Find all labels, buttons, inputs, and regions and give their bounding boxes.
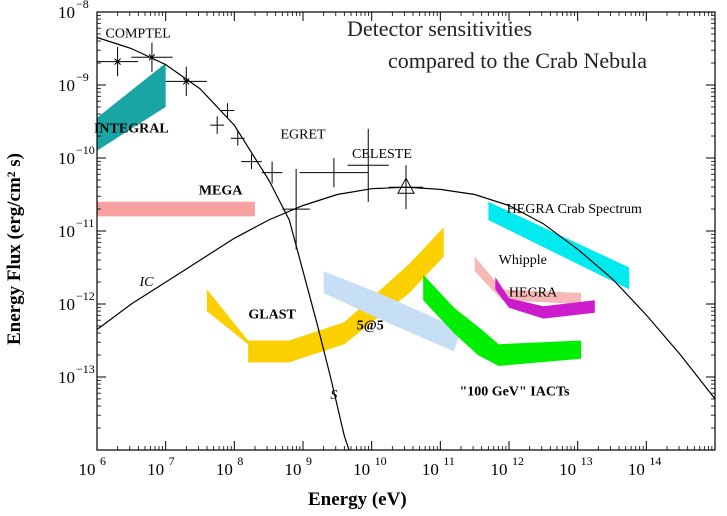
annotation-celeste: CELESTE xyxy=(352,147,412,162)
data-point xyxy=(388,165,424,210)
annotation-mega: MEGA xyxy=(199,184,243,199)
data-point xyxy=(131,42,173,72)
y-axis-label: Energy Flux (erg/cm² s) xyxy=(4,153,25,345)
x-tick-base: 10 xyxy=(491,460,508,479)
x-tick-base: 10 xyxy=(216,460,233,479)
y-tick-label: 10−12 xyxy=(58,289,95,314)
region-hegra xyxy=(495,277,595,319)
x-marker xyxy=(114,58,121,65)
data-point xyxy=(299,158,369,188)
x-marker xyxy=(148,53,156,61)
region-mega xyxy=(97,201,255,217)
data-point xyxy=(210,116,225,134)
region-5@5 xyxy=(323,271,461,352)
data-point xyxy=(261,161,283,184)
x-tick-exponent: 13 xyxy=(581,454,593,468)
y-tick-label: 10−10 xyxy=(58,143,95,168)
x-tick-base: 10 xyxy=(353,460,370,479)
annotation-hegra: HEGRA xyxy=(509,286,558,301)
y-tick-base: 10 xyxy=(58,149,75,168)
x-tick-label: 10 6 xyxy=(79,454,107,479)
region-hegra-crab-spectrum xyxy=(488,201,630,290)
x-tick-label: 10 13 xyxy=(559,454,593,479)
annotation-5@5: 5@5 xyxy=(357,319,384,334)
x-tick-base: 10 xyxy=(79,460,96,479)
data-point xyxy=(97,47,139,77)
annotation-comptel: COMPTEL xyxy=(106,27,171,42)
y-tick-exponent: −10 xyxy=(76,143,95,157)
x-tick-label: 10 7 xyxy=(147,454,175,479)
x-tick-label: 10 9 xyxy=(285,454,313,479)
x-tick-base: 10 xyxy=(628,460,645,479)
x-tick-base: 10 xyxy=(147,460,164,479)
chart-title: Detector sensitivities xyxy=(347,16,532,41)
y-tick-exponent: −13 xyxy=(76,362,95,376)
annotation-100-gev-iacts: "100 GeV" IACTs xyxy=(460,384,570,399)
y-tick-exponent: −9 xyxy=(76,70,89,84)
curve-s xyxy=(97,36,350,450)
y-tick-label: 10−9 xyxy=(58,70,89,95)
x-tick-exponent: 12 xyxy=(512,454,524,468)
y-tick-label: 10−13 xyxy=(58,362,95,387)
x-tick-exponent: 11 xyxy=(443,454,455,468)
data-point xyxy=(220,103,235,118)
y-tick-base: 10 xyxy=(58,295,75,314)
x-tick-exponent: 10 xyxy=(375,454,387,468)
triangle-marker xyxy=(397,177,415,194)
region-glast xyxy=(206,227,444,363)
x-tick-exponent: 7 xyxy=(169,454,175,468)
y-tick-label: 10−8 xyxy=(58,0,89,22)
y-tick-base: 10 xyxy=(58,3,75,22)
chart-subtitle: compared to the Crab Nebula xyxy=(388,48,647,73)
y-tick-label: 10−11 xyxy=(58,216,94,241)
x-tick-exponent: 9 xyxy=(306,454,312,468)
data-point xyxy=(347,128,389,202)
y-tick-exponent: −8 xyxy=(76,0,89,11)
data-point xyxy=(230,130,245,146)
annotation-integral: INTEGRAL xyxy=(94,121,169,136)
x-tick-label: 10 8 xyxy=(216,454,244,479)
x-tick-base: 10 xyxy=(422,460,439,479)
y-tick-base: 10 xyxy=(58,368,75,387)
data-point xyxy=(165,66,207,96)
y-tick-base: 10 xyxy=(58,222,75,241)
y-tick-exponent: −12 xyxy=(76,289,95,303)
y-tick-base: 10 xyxy=(58,76,75,95)
annotation-ic: IC xyxy=(138,275,154,290)
x-marker xyxy=(182,77,190,85)
x-tick-exponent: 8 xyxy=(237,454,243,468)
x-tick-exponent: 14 xyxy=(649,454,661,468)
x-axis-label: Energy (eV) xyxy=(308,489,407,510)
x-tick-label: 10 11 xyxy=(422,454,455,479)
x-tick-label: 10 14 xyxy=(628,454,662,479)
region-100-gev-iacts xyxy=(423,274,582,366)
data-point xyxy=(282,168,310,250)
x-tick-base: 10 xyxy=(559,460,576,479)
x-tick-exponent: 6 xyxy=(100,454,106,468)
x-tick-base: 10 xyxy=(285,460,302,479)
annotation-whipple: Whipple xyxy=(499,253,547,268)
data-point xyxy=(241,154,262,169)
y-tick-exponent: −11 xyxy=(76,216,94,230)
annotation-glast: GLAST xyxy=(248,308,296,323)
annotation-hegra-crab-spectrum: HEGRA Crab Spectrum xyxy=(507,202,642,217)
x-tick-label: 10 12 xyxy=(491,454,525,479)
annotation-egret: EGRET xyxy=(280,127,326,142)
region-integral xyxy=(97,63,166,151)
x-tick-label: 10 10 xyxy=(353,454,387,479)
annotation-s: S xyxy=(330,388,337,403)
